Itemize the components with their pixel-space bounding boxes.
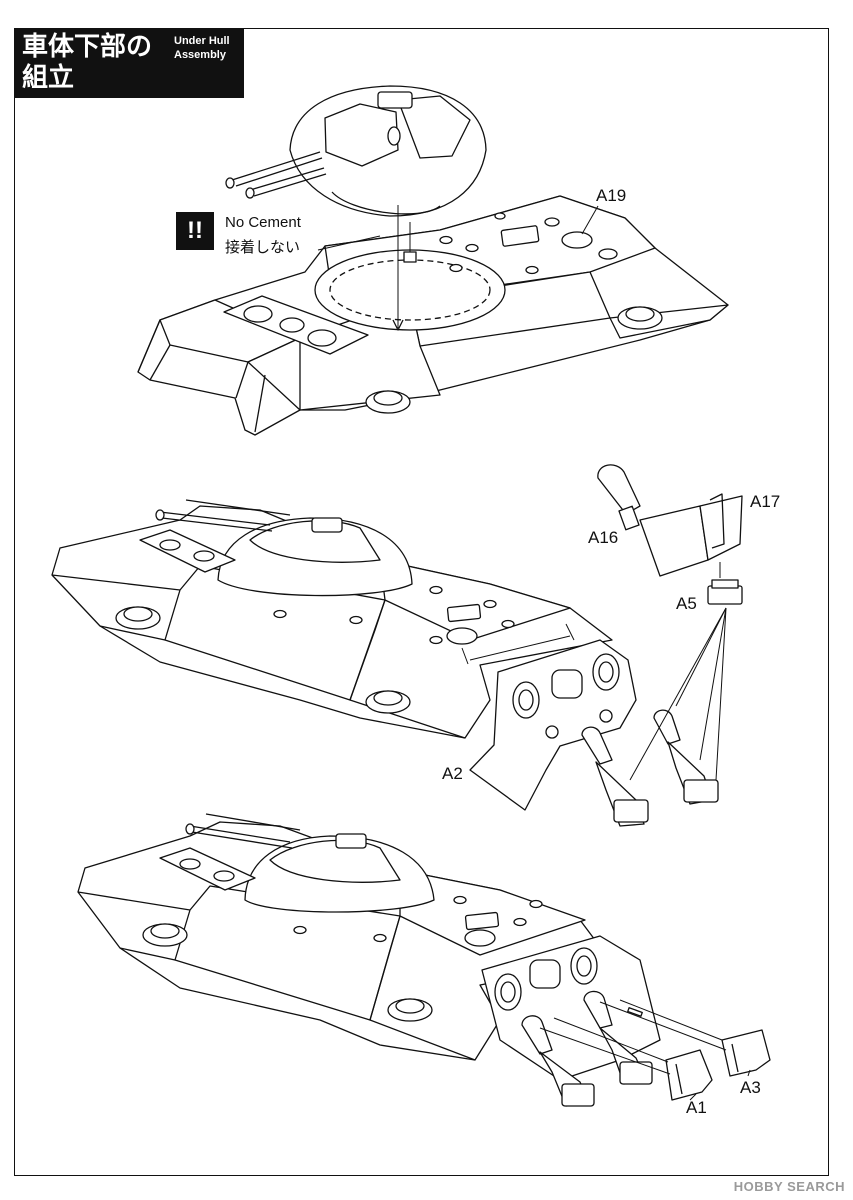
part-label-a1: A1 (686, 1098, 707, 1117)
warning-icon: !! (176, 212, 214, 250)
step-title-box: 車体下部の組立 Under Hull Assembly (14, 28, 244, 98)
part-label-a16: A16 (588, 528, 619, 547)
watermark: HOBBY SEARCH (733, 1179, 845, 1194)
part-label-a5: A5 (676, 594, 697, 613)
parts-a16-a17-a5 (598, 465, 742, 780)
page-frame (14, 28, 829, 1176)
step-title-en-line1: Under Hull (174, 35, 230, 47)
hull-assembly-3 (78, 814, 770, 1106)
step-title-en-line2: Assembly (174, 49, 226, 61)
part-label-a19: A19 (596, 186, 627, 205)
step-title-jp: 車体下部の組立 (22, 32, 153, 93)
part-label-a2: A2 (442, 764, 463, 783)
part-label-a3: A3 (740, 1078, 761, 1097)
no-cement-label: No Cement (225, 214, 301, 231)
no-cement-label-jp: 接着しない (225, 238, 301, 256)
step-title-en: Under Hull Assembly (174, 34, 230, 62)
hull-assembly-2 (52, 500, 718, 826)
part-label-a17: A17 (750, 492, 781, 511)
hull-assembly-1 (138, 86, 728, 435)
